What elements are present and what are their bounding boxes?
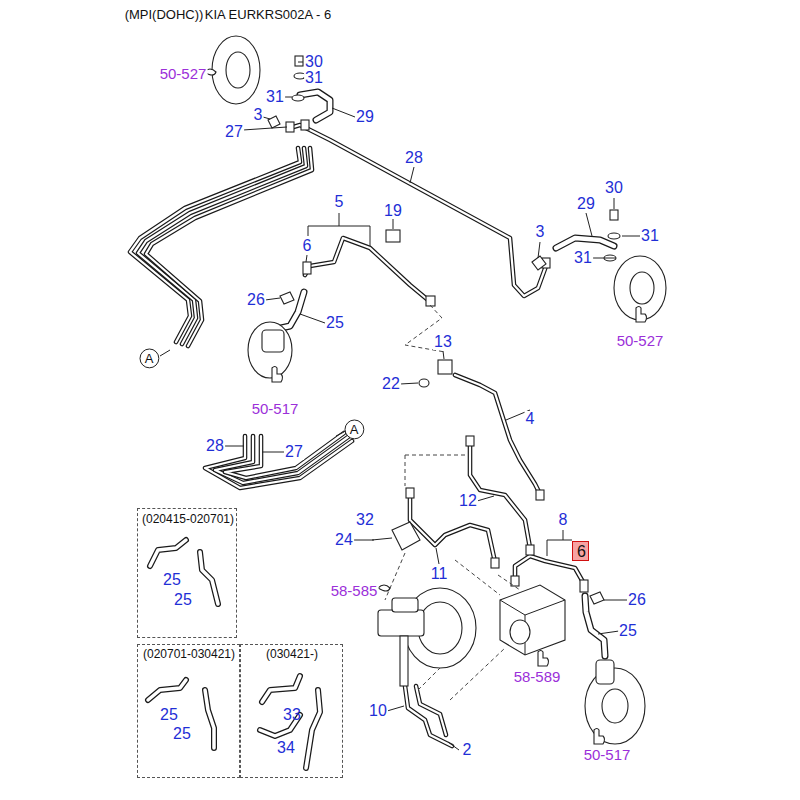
highlight-box: 6 [572, 541, 589, 561]
variant-date-range: (030421-) [265, 648, 319, 660]
callout-number: 12 [458, 493, 478, 509]
callout-number: 32 [355, 512, 375, 528]
variant-date-range: (020415-020701) [141, 513, 235, 525]
variant-date-range: (020701-030421) [142, 648, 236, 660]
header-text: (MPI(DOHC)) [124, 8, 205, 21]
callout-number: 31 [265, 89, 285, 105]
reference-code: 50-527 [616, 333, 665, 348]
callout-number: 3 [253, 107, 264, 123]
callout-number: 10 [368, 703, 388, 719]
callout-number: 22 [381, 376, 401, 392]
callout-number: 3 [535, 224, 546, 240]
callout-number: 30 [304, 54, 324, 70]
callout-number: 19 [383, 203, 403, 219]
reference-code: 58-589 [513, 669, 562, 684]
callout-number: 25 [325, 315, 345, 331]
callout-number: 8 [558, 512, 569, 528]
reference-circle: A [344, 419, 365, 440]
callout-number: 28 [404, 150, 424, 166]
callout-number: 2 [462, 742, 473, 758]
callout-number: 6 [302, 238, 313, 254]
reference-letter: A [349, 422, 360, 435]
callout-number: 31 [573, 250, 593, 266]
callout-number: 25 [173, 592, 193, 608]
callout-number: 25 [159, 707, 179, 723]
circle-outline [345, 420, 364, 439]
callout-number: 26 [627, 592, 647, 608]
callout-number: 29 [576, 196, 596, 212]
reference-circle: A [139, 348, 160, 369]
callout-number: 34 [276, 740, 296, 756]
variant-inset-box: (020701-030421) 25 25 [137, 644, 240, 778]
callout-number: 31 [304, 70, 324, 86]
callout-number: 25 [162, 572, 182, 588]
callout-number: 26 [246, 292, 266, 308]
reference-letter: A [144, 351, 155, 364]
reference-code: 50-517 [583, 747, 632, 762]
header-text: KIA EURKRS002A - 6 [204, 8, 332, 21]
reference-code: 58-585 [330, 583, 379, 598]
callout-number: 28 [205, 438, 225, 454]
callout-number: 6 [576, 544, 587, 560]
circle-outline [140, 349, 159, 368]
callout-number: 27 [224, 124, 244, 140]
callout-number: 13 [433, 334, 453, 350]
callout-number: 31 [640, 228, 660, 244]
callout-number: 30 [604, 180, 624, 196]
callout-number: 4 [525, 411, 536, 427]
reference-code: 50-527 [159, 66, 208, 81]
callout-number: 11 [430, 566, 449, 582]
reference-code: 50-517 [251, 401, 300, 416]
callout-number: 5 [334, 194, 345, 210]
callout-number: 29 [355, 109, 375, 125]
callout-number: 33 [282, 707, 302, 723]
callout-number: 25 [172, 726, 192, 742]
callout-number: 24 [334, 532, 354, 548]
variant-inset-box: (020415-020701) 25 25 [137, 508, 237, 638]
callout-number: 25 [618, 623, 638, 639]
callout-number: 27 [284, 444, 304, 460]
variant-inset-box: (030421-) 33 34 [240, 644, 343, 778]
